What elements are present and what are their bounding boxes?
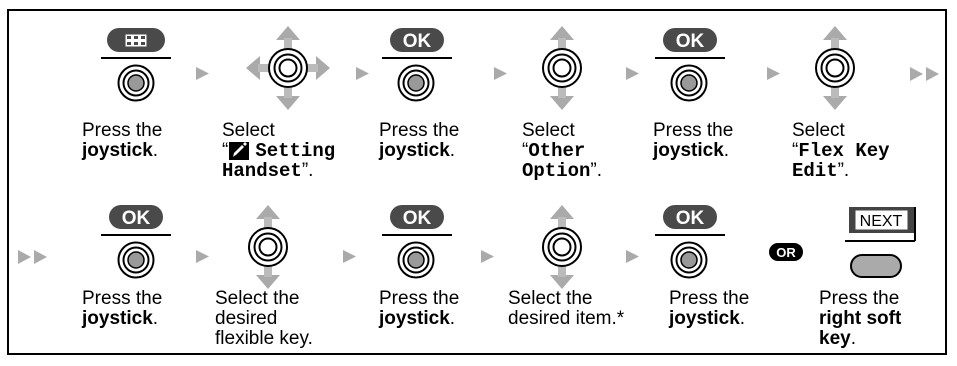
up-down-joystick-icon	[540, 205, 584, 289]
ok-button-icon: OK	[101, 205, 171, 236]
menu-button-icon	[101, 28, 171, 59]
ok-label: OK	[403, 31, 432, 52]
step-label: Select “ Setting Handset”.	[222, 120, 336, 182]
joystick-icon	[116, 240, 156, 280]
next-soft-key-icon: NEXT	[845, 207, 916, 278]
up-down-joystick-icon	[246, 205, 290, 289]
step-label: Select the desired item.*	[508, 288, 625, 329]
arrow-icon	[626, 67, 639, 80]
ok-label: OK	[676, 208, 705, 229]
joystick-icon	[669, 240, 709, 280]
or-badge-icon: OR	[769, 243, 803, 261]
up-down-joystick-icon	[813, 26, 857, 110]
ok-button-icon: OK	[655, 205, 725, 236]
arrow-icon	[626, 250, 639, 263]
step-label: Select “Other Option”.	[522, 120, 603, 182]
step-label: Press the joystick.	[82, 120, 163, 161]
diagram-frame	[7, 9, 947, 355]
step-label: Select the desired flexible key.	[215, 288, 313, 349]
four-way-joystick-icon	[246, 26, 330, 110]
step-label: Select “Flex Key Edit”.	[792, 120, 890, 182]
ok-button-icon: OK	[382, 205, 452, 236]
joystick-icon	[669, 63, 709, 103]
ok-label: OK	[676, 31, 705, 52]
arrow-icon	[196, 250, 209, 263]
up-down-joystick-icon	[540, 26, 584, 110]
setting-handset-icon	[229, 142, 250, 160]
ok-label: OK	[122, 208, 151, 229]
joystick-icon	[396, 240, 436, 280]
or-label: OR	[776, 245, 796, 260]
step-label: Press the joystick.	[669, 288, 750, 329]
step-label: Press the joystick.	[82, 288, 163, 329]
arrow-icon	[343, 250, 356, 263]
joystick-icon	[396, 63, 436, 103]
next-label: NEXT	[860, 213, 903, 230]
joystick-icon	[116, 63, 156, 103]
arrow-icon	[767, 67, 780, 80]
step-label: Press the joystick.	[379, 288, 460, 329]
step-label: Press the right soft key.	[819, 288, 902, 349]
ok-label: OK	[403, 208, 432, 229]
ok-button-icon: OK	[655, 28, 725, 59]
step-label: Press the joystick.	[379, 120, 460, 161]
arrow-icon	[356, 67, 369, 80]
arrow-icon	[196, 67, 209, 80]
double-arrow-icon	[910, 67, 940, 81]
arrow-icon	[481, 250, 494, 263]
step-label: Press the joystick.	[653, 120, 734, 161]
double-arrow-icon	[18, 250, 48, 264]
arrow-icon	[494, 67, 507, 80]
ok-button-icon: OK	[382, 28, 452, 59]
